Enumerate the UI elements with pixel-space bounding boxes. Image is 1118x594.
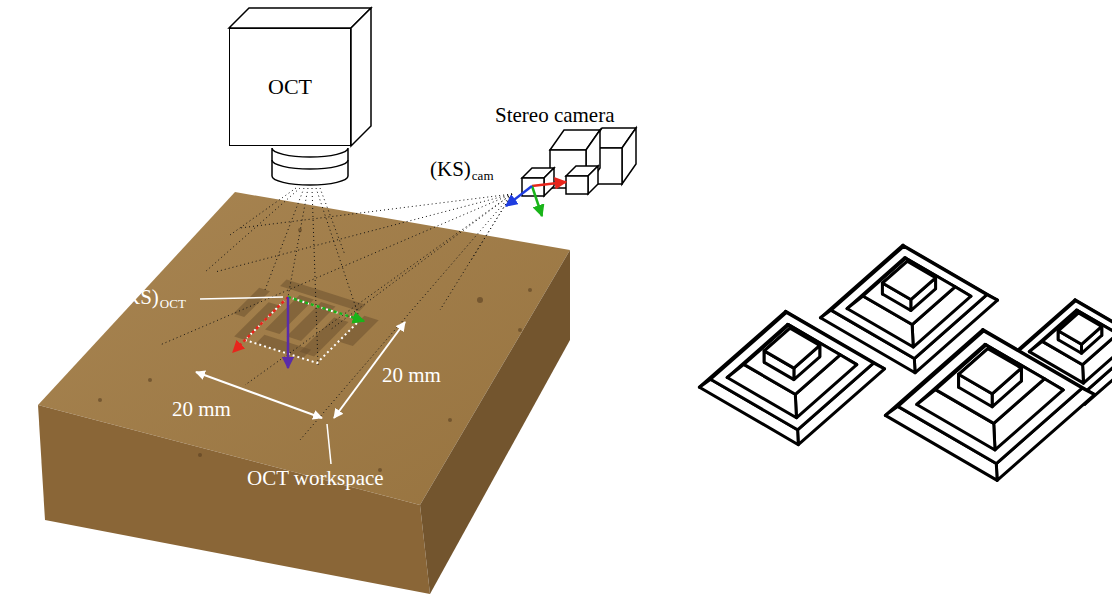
wood-speck (198, 453, 202, 457)
pyramid-structures (699, 245, 1118, 480)
stepped-pyramid (885, 330, 1094, 481)
camera-axis-z (506, 186, 532, 206)
camera-ray (470, 194, 512, 262)
wood-speck (528, 288, 532, 292)
engraved-structure (233, 288, 270, 317)
view-rays (160, 188, 512, 440)
wood-speck (98, 398, 102, 402)
oct-lens (272, 148, 348, 185)
camera-ray (300, 194, 512, 440)
camera-axis-x (532, 182, 566, 186)
camera-ray (440, 194, 512, 310)
oct-ray (312, 188, 318, 365)
frame-subscript: OCT (160, 297, 186, 311)
wood-speck (448, 418, 452, 422)
dimension-label: 20 mm (172, 398, 231, 421)
block-front-face (38, 405, 430, 594)
part-label: Stereo camera (495, 104, 615, 127)
pyramid-face (863, 258, 955, 324)
camera-face (566, 176, 588, 194)
camera-lens (522, 168, 554, 196)
wood-speck (518, 328, 522, 332)
oct-lens-ring (272, 160, 348, 169)
device-label: OCT (268, 75, 312, 99)
stepped-pyramid (699, 311, 884, 444)
pyramid-face (898, 331, 1082, 464)
pyramid-face (936, 345, 1045, 423)
axis-z (287, 297, 290, 368)
camera-face (588, 166, 598, 194)
camera-face (622, 128, 636, 184)
pyramid-face (764, 328, 820, 368)
oct-ray (265, 188, 304, 290)
camera-ray (330, 194, 512, 330)
pyramid-face (831, 246, 987, 358)
region-label: OCT workspace (247, 467, 384, 490)
oct-ray (230, 188, 296, 235)
leader-line (327, 424, 331, 464)
oct-ray (316, 188, 360, 320)
oct-top-face (229, 8, 371, 28)
camera-axis-y (532, 186, 542, 216)
pyramid-face (1042, 310, 1112, 364)
dimension-label: 20 mm (382, 364, 441, 387)
camera-ray (160, 194, 512, 345)
frame-label: (KS) (430, 158, 471, 181)
camera-ray (215, 194, 512, 272)
axis-y (288, 297, 364, 321)
pyramid-face (1058, 313, 1101, 344)
pyramid-face (959, 349, 1022, 394)
oct-ray (288, 188, 308, 297)
frame-subscript: cam (472, 169, 494, 183)
pyramid-face (744, 325, 840, 394)
wood-speck (148, 378, 152, 382)
oct-side-face (351, 8, 371, 146)
pyramid-face (711, 312, 874, 429)
camera-lens (566, 166, 598, 194)
oct-device (229, 8, 371, 185)
oct-ray (205, 188, 300, 272)
axis-x (233, 297, 288, 352)
oct-ray (320, 188, 345, 255)
wood-speck (477, 297, 483, 303)
workspace-outline (245, 297, 360, 363)
pyramid-face (882, 261, 935, 299)
stereo-camera (506, 128, 636, 216)
wood-block (38, 192, 570, 594)
oct-frame (196, 297, 405, 464)
frame-label: (KS) (118, 286, 159, 309)
camera-face (544, 168, 554, 196)
leader-line (200, 297, 283, 299)
device-box: OCT (229, 28, 351, 146)
block-right-face (420, 250, 570, 594)
